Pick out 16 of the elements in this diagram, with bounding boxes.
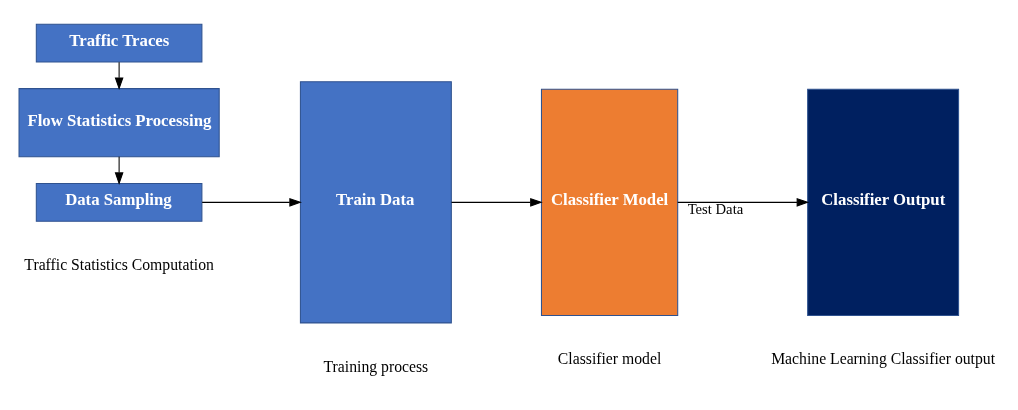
arrow (450, 197, 543, 207)
label: Machine Learning Classifier output (770, 349, 995, 367)
arrow (114, 155, 124, 185)
label: Traffic Statistics Computation (23, 255, 214, 273)
edge-label: Test Data (687, 200, 743, 217)
arrow (114, 61, 124, 90)
arrow (676, 197, 809, 207)
node-box: Train Data (299, 80, 452, 323)
node-box: Classifier Output (806, 88, 959, 316)
node-box: Traffic Traces (35, 23, 202, 62)
label: Training process (323, 357, 428, 375)
node-box: Flow Statistics Processing (18, 87, 220, 157)
arrow (201, 197, 302, 207)
label: Classifier model (557, 349, 661, 367)
node-box: Data Sampling (35, 182, 202, 222)
node-box: Classifier Model (540, 88, 678, 316)
